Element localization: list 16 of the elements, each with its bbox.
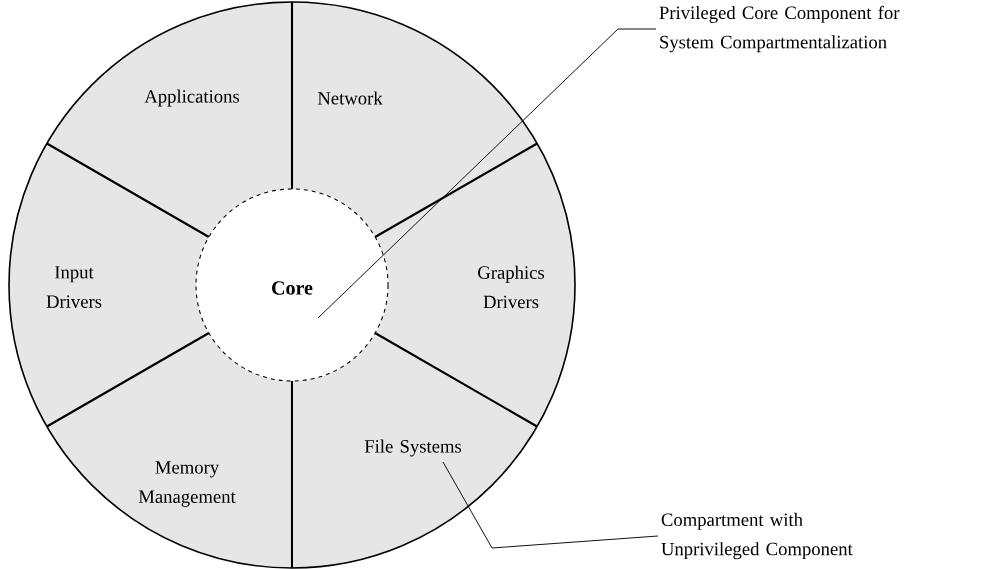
node-label: Graphics Drivers [478, 265, 545, 309]
sector: Input Drivers [9, 143, 209, 427]
node-label: File Systems [364, 439, 462, 457]
node-label: Applications [144, 89, 240, 107]
sector: Network [292, 2, 538, 237]
sector: Graphics Drivers [375, 143, 575, 427]
node-label: Memory Management [138, 461, 236, 507]
node-label: Input Drivers [46, 266, 102, 308]
sector: Applications [46, 2, 293, 237]
leader-line [442, 461, 659, 549]
leader-line [317, 28, 657, 319]
sector: Memory Management [46, 333, 292, 568]
callout-text: Privileged Core Component for System Compartmentalization [659, 5, 900, 53]
callout-text: Compartment with Unprivileged Component [661, 512, 853, 560]
sector: File Systems [291, 333, 538, 568]
node-label: Network [317, 91, 383, 105]
